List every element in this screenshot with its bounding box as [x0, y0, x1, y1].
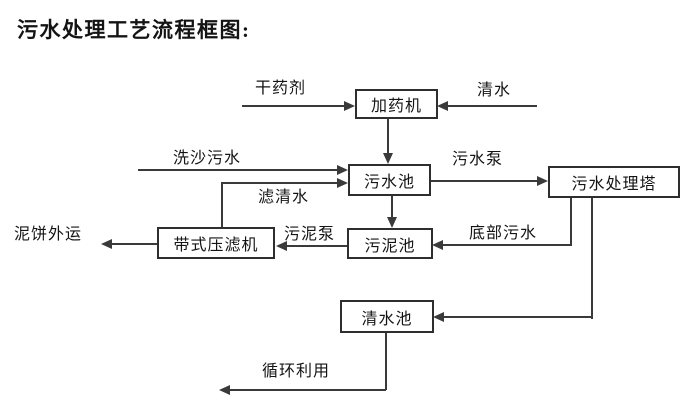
arrowhead-bottom-sewage-icon — [432, 240, 443, 250]
node-clear-water-pool: 清水池 — [340, 300, 434, 333]
node-belt-filter-press-label: 带式压滤机 — [173, 237, 259, 254]
node-clear-water-pool-label: 清水池 — [361, 310, 413, 328]
arrowhead-to-clear-water-pool-icon — [433, 312, 444, 322]
flow-label-bottom-sewage: 底部污水 — [469, 225, 538, 242]
line-tower-down-1 — [570, 198, 572, 246]
page-title: 污水处理工艺流程框图: — [17, 18, 251, 42]
flow-label-sewage-pump: 污水泵 — [452, 151, 504, 168]
arrowhead-filtered-water-icon — [337, 178, 348, 188]
line-clear-water-pool-down — [385, 333, 387, 390]
flow-label-sludge-pump: 污泥泵 — [284, 226, 336, 243]
node-sewage-pool: 污水池 — [348, 164, 431, 196]
node-sewage-pool-label: 污水池 — [363, 174, 415, 191]
line-dosing-to-sewage-pool — [387, 118, 389, 155]
flow-label-sand-washing-sewage: 洗沙污水 — [173, 150, 242, 167]
arrowhead-sewage-to-sludge-icon — [387, 217, 397, 228]
flow-label-filtered-water: 滤清水 — [258, 189, 310, 206]
arrowhead-dosing-to-sewage-icon — [383, 153, 393, 164]
arrowhead-sludge-pump-icon — [276, 241, 287, 251]
line-bottom-sewage-to-sludge-pool — [442, 244, 572, 246]
node-treatment-tower-label: 污水处理塔 — [571, 176, 657, 193]
node-dosing-machine-label: 加药机 — [370, 98, 422, 115]
line-filtered-water-vertical — [221, 182, 223, 227]
line-dry-chemical-to-dosing — [242, 105, 345, 107]
arrowhead-sand-washing-icon — [337, 165, 348, 175]
line-recycle-use — [230, 389, 386, 391]
arrowhead-dry-chemical-icon — [344, 101, 355, 111]
arrowhead-clean-water-icon — [437, 101, 448, 111]
line-sewage-pool-to-sludge-pool — [391, 196, 393, 218]
line-clean-water-to-dosing — [447, 105, 537, 107]
arrowhead-mud-cake-out-icon — [101, 239, 112, 249]
flow-label-recycle-use: 循环利用 — [262, 363, 331, 380]
line-sludge-pool-to-belt-press — [287, 245, 347, 247]
arrowhead-recycle-use-icon — [219, 385, 230, 395]
line-tower-to-clear-water-pool — [443, 316, 593, 318]
line-mud-cake-out — [112, 243, 157, 245]
node-treatment-tower: 污水处理塔 — [548, 166, 680, 198]
line-sewage-pool-to-tower — [431, 180, 538, 182]
node-sludge-pool-label: 污泥池 — [364, 237, 416, 255]
line-tower-down-2 — [591, 198, 593, 319]
line-filtered-water-horizontal — [221, 182, 338, 184]
flow-label-clean-water: 清水 — [477, 82, 512, 99]
node-dosing-machine: 加药机 — [355, 89, 438, 119]
node-sludge-pool: 污泥池 — [347, 228, 433, 259]
line-sand-washing-to-sewage-pool — [138, 169, 338, 171]
arrowhead-sewage-pump-icon — [537, 176, 548, 186]
flow-label-dry-chemical: 干药剂 — [255, 80, 307, 97]
flow-label-mud-cake-out: 泥饼外运 — [14, 226, 83, 243]
node-belt-filter-press: 带式压滤机 — [157, 227, 275, 259]
